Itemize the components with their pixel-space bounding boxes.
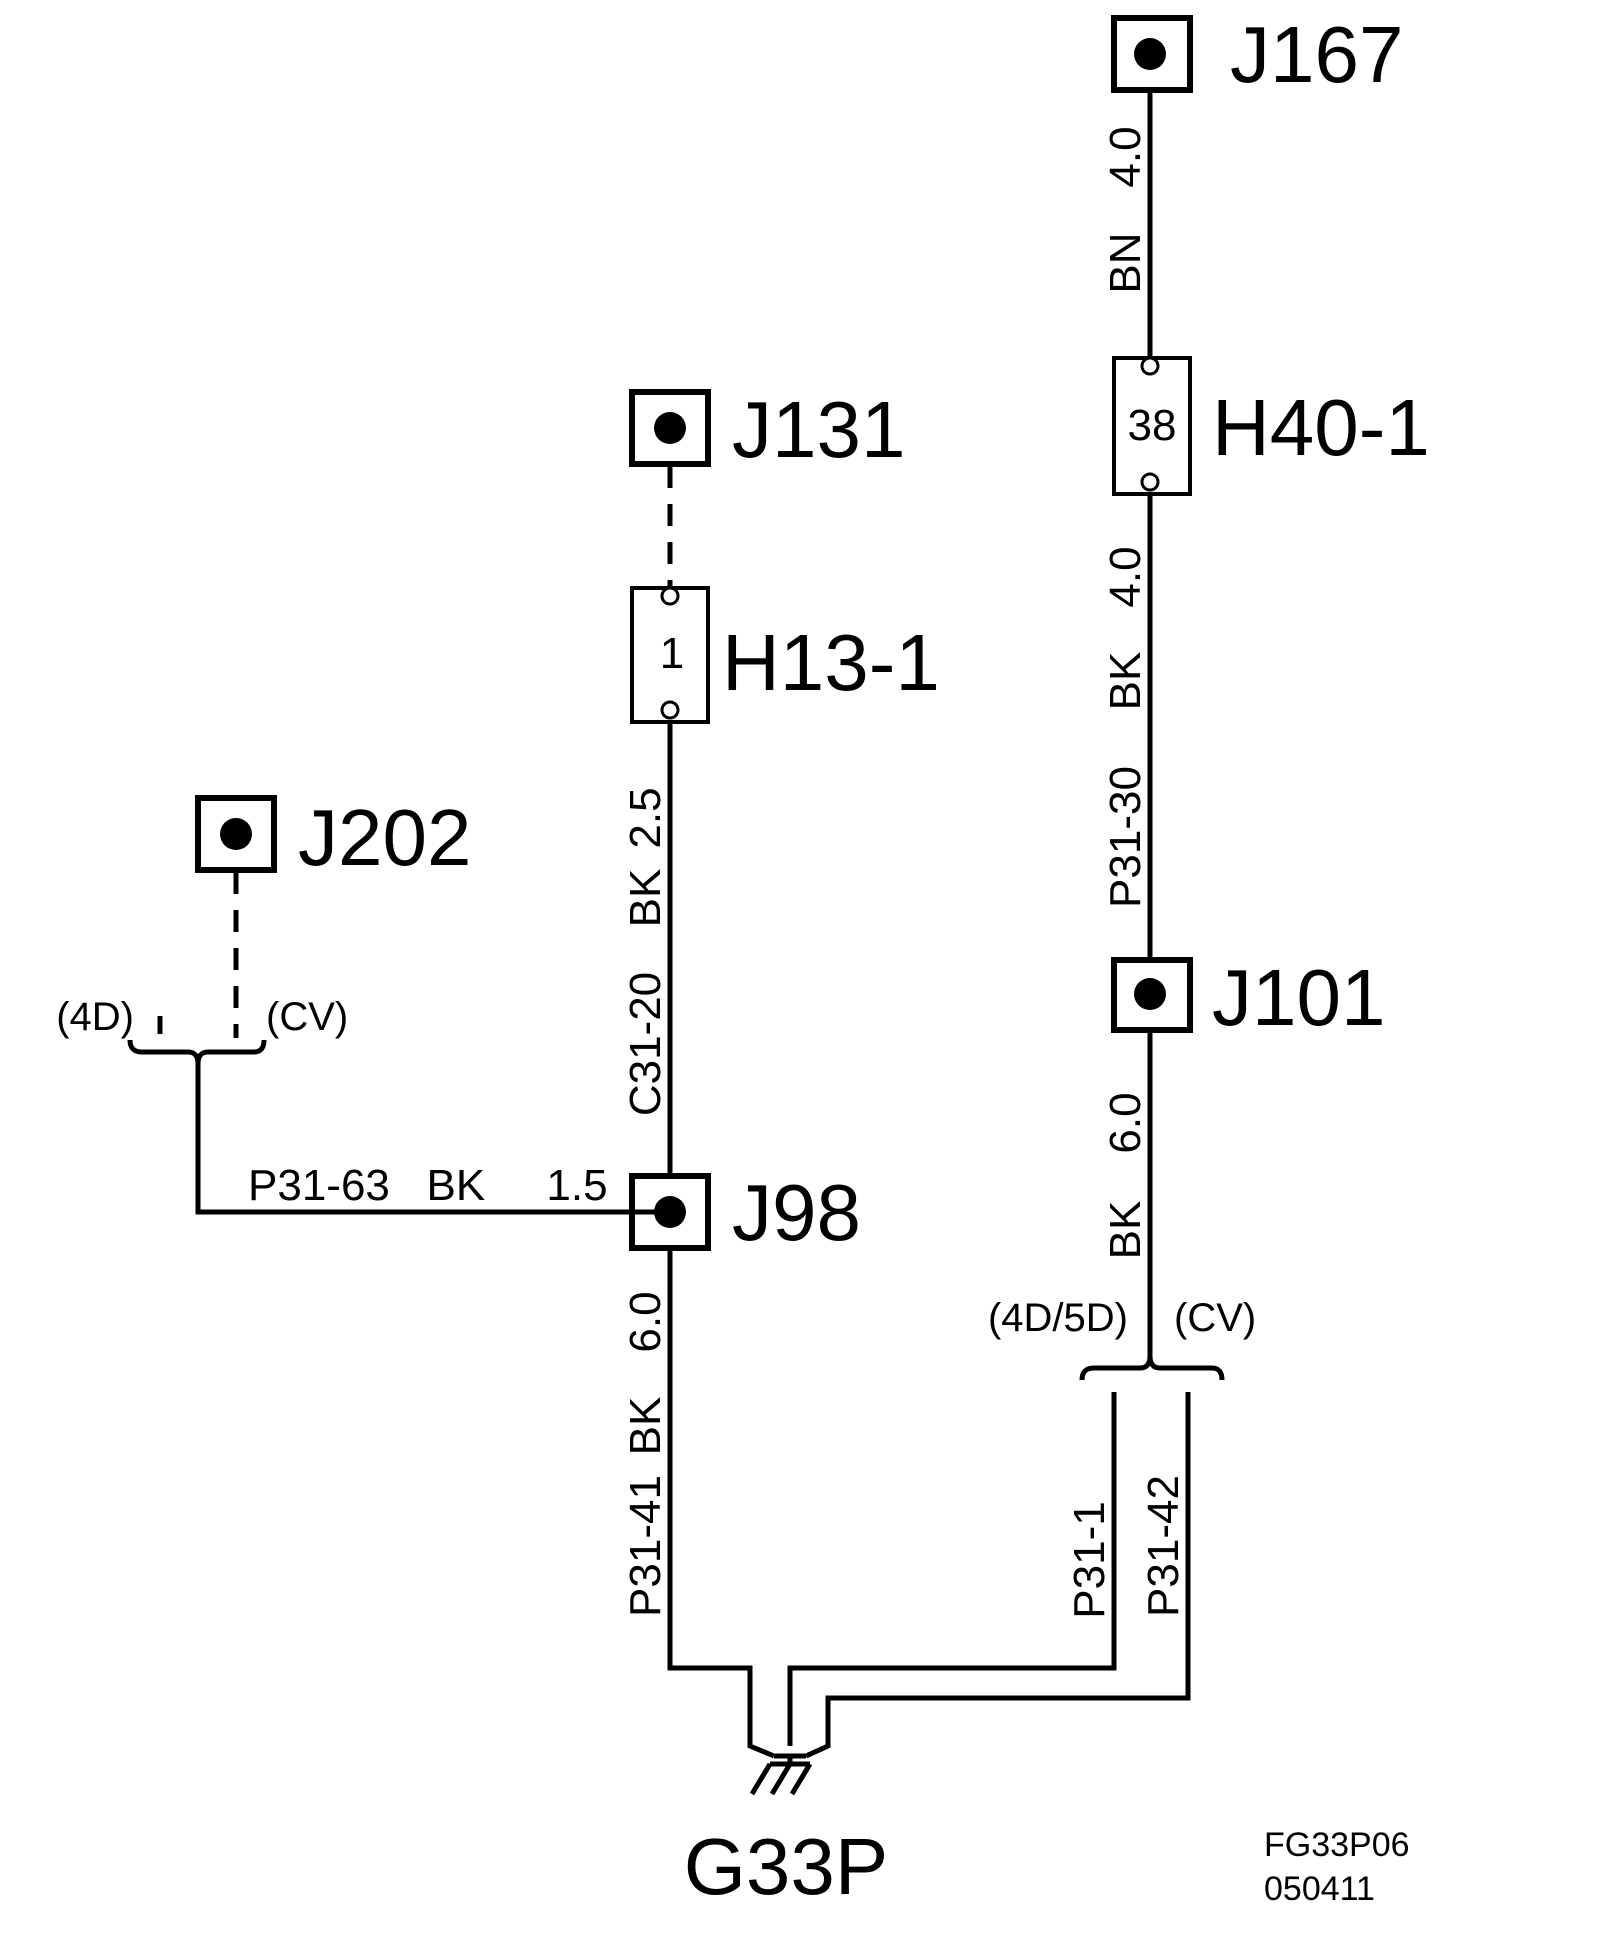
connector-j101-label: J101 bbox=[1212, 953, 1385, 1042]
wire-color-label: BK bbox=[621, 1397, 670, 1456]
connector-j202[interactable] bbox=[195, 795, 277, 873]
wire-id-label: P31-30 bbox=[1101, 766, 1150, 908]
wire-color-label: BN bbox=[1101, 232, 1150, 293]
variant-label-4d: (4D) bbox=[56, 995, 134, 1039]
wire-p31-63-label: P31-63 BK 1.5 bbox=[248, 1161, 608, 1210]
wire-j98-ground bbox=[667, 1212, 775, 1759]
wire-p31-42 bbox=[804, 1392, 1191, 1759]
wire-p31-1 bbox=[787, 1392, 1117, 1746]
variant-label-cv: (CV) bbox=[1174, 1296, 1256, 1340]
wire-color-label: BK bbox=[1101, 1201, 1150, 1260]
connector-h13-1-pin: 1 bbox=[660, 629, 684, 678]
figure-date: 050411 bbox=[1264, 1870, 1375, 1908]
wire-id-label: P31-42 bbox=[1139, 1475, 1188, 1617]
connector-j131[interactable] bbox=[629, 389, 711, 467]
connector-j98-label: J98 bbox=[732, 1168, 861, 1257]
figure-code: FG33P06 bbox=[1264, 1826, 1410, 1864]
connector-h40-1[interactable] bbox=[1112, 356, 1192, 496]
wire-gauge-label: 4.0 bbox=[1101, 546, 1150, 607]
wire-gauge-label: 6.0 bbox=[621, 1291, 670, 1352]
variant-brace-left bbox=[127, 1039, 267, 1065]
variant-brace-right bbox=[1079, 1355, 1225, 1381]
connector-j202-label: J202 bbox=[298, 793, 471, 882]
wire-id-label: C31-20 bbox=[621, 972, 670, 1116]
ground-label: G33P bbox=[684, 1822, 889, 1911]
connector-j167[interactable] bbox=[1111, 15, 1193, 93]
wire-id-label: P31-41 bbox=[621, 1475, 670, 1617]
wire-p31-63 bbox=[195, 1064, 670, 1215]
wire-gauge-label: 6.0 bbox=[1101, 1092, 1150, 1153]
connector-h13-1-label: H13-1 bbox=[722, 618, 940, 707]
wire-id-label: P31-1 bbox=[1065, 1501, 1114, 1618]
wire-gauge-label: 4.0 bbox=[1101, 126, 1150, 187]
wire-color-label: BK bbox=[1101, 652, 1150, 711]
connector-h40-1-pin: 38 bbox=[1128, 401, 1177, 450]
connector-h40-1-label: H40-1 bbox=[1212, 383, 1430, 472]
wire-color-label: BK bbox=[621, 869, 670, 928]
connector-j167-label: J167 bbox=[1230, 10, 1403, 99]
connector-j131-label: J131 bbox=[732, 385, 905, 474]
variant-label-4d5d: (4D/5D) bbox=[988, 1296, 1128, 1340]
connector-h13-1[interactable] bbox=[630, 586, 710, 724]
ground-symbol bbox=[749, 1753, 813, 1796]
connector-j101[interactable] bbox=[1111, 957, 1193, 1033]
wire-gauge-label: 2.5 bbox=[621, 787, 670, 848]
variant-label-cv: (CV) bbox=[266, 995, 348, 1039]
